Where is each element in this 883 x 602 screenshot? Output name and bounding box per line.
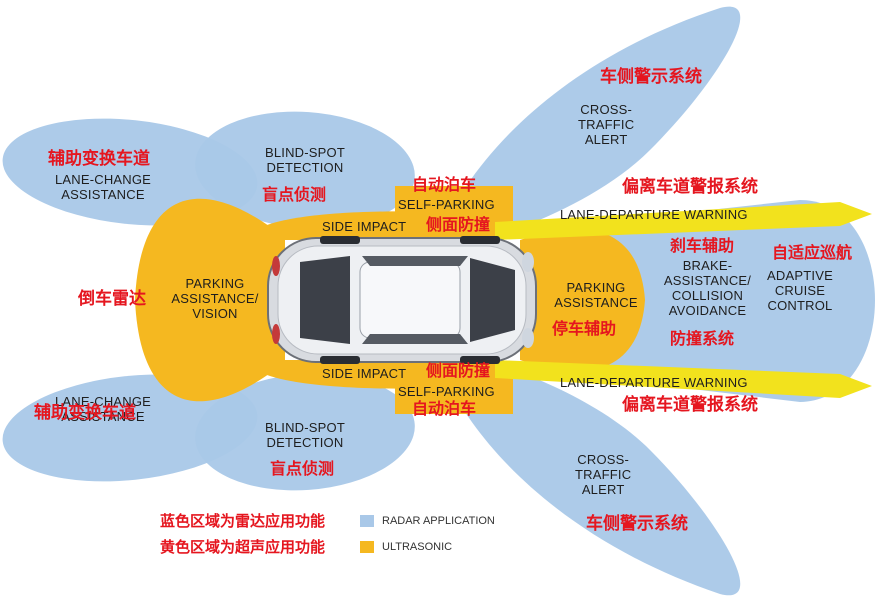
side-impact-bottom-label: SIDE IMPACT [322, 366, 407, 381]
label-line: BRAKE- [682, 258, 733, 273]
label-line: DETECTION [266, 160, 344, 175]
lane-departure-bottom-beam [495, 360, 872, 398]
side-impact-top-label: SIDE IMPACT [322, 219, 407, 234]
label-line: CROSS- [577, 452, 630, 467]
lane-change-bottom-label: LANE-CHANGE ASSISTANCE [48, 394, 158, 424]
blind-spot-bottom-label: BLIND-SPOT DETECTION [250, 420, 360, 450]
side-impact-top-zone [260, 211, 500, 240]
lane-departure-top-label: LANE-DEPARTURE WARNING [560, 207, 748, 222]
legend-radar-swatch [360, 515, 374, 527]
label-line: LANE-CHANGE [54, 394, 152, 409]
ultrasonic-zones [135, 186, 645, 414]
label-line: ALERT [584, 132, 628, 147]
cross-traffic-bottom-label: CROSS- TRAFFIC ALERT [575, 452, 631, 497]
forward-radar-zone [600, 200, 875, 402]
label-line: CONTROL [767, 298, 833, 313]
adaptive-cruise-cn: 自适应巡航 [772, 243, 853, 262]
cross-traffic-top-zone [440, 6, 741, 245]
lane-departure-bottom-label: LANE-DEPARTURE WARNING [560, 375, 748, 390]
lane-change-bottom-zone [2, 374, 258, 482]
label-line: ALERT [581, 482, 625, 497]
label-line: DETECTION [266, 435, 344, 450]
parking-front-cn: 停车辅助 [552, 319, 617, 338]
label-line: TRAFFIC [578, 117, 635, 132]
parking-rear-label: PARKING ASSISTANCE/ VISION [170, 276, 260, 321]
blind-spot-top-zone [195, 111, 415, 229]
label-line: CRUISE [774, 283, 826, 298]
side-impact-bottom-zone [260, 360, 500, 389]
label-line: COLLISION [671, 288, 744, 303]
label-line: AVOIDANCE [668, 303, 747, 318]
cross-traffic-top-cn: 车侧警示系统 [600, 67, 702, 87]
label-line: ASSISTANCE [61, 187, 145, 202]
cross-traffic-bottom-zone [440, 355, 741, 596]
parking-rear-cn: 倒车雷达 [78, 289, 146, 309]
lane-departure-top-cn: 偏离车道警报系统 [622, 177, 758, 197]
brake-assist-cn-bottom: 防撞系统 [670, 329, 735, 348]
self-parking-top-label: SELF-PARKING [398, 197, 495, 212]
label-line: CROSS- [580, 102, 633, 117]
label-line: ASSISTANCE [61, 409, 145, 424]
brake-assist-label: BRAKE- ASSISTANCE/ COLLISION AVOIDANCE [660, 258, 755, 318]
label-line: VISION [192, 306, 238, 321]
legend-ultrasonic-swatch [360, 541, 374, 553]
car-top-view [267, 236, 537, 364]
lane-change-top-zone [2, 118, 258, 226]
radar-zones [2, 6, 875, 596]
self-parking-bottom-label: SELF-PARKING [398, 384, 495, 399]
side-impact-bottom-cn: 侧面防撞 [426, 361, 491, 380]
lane-change-top-cn: 辅助变换车道 [48, 149, 150, 169]
lane-change-bottom-cn: 辅助变换车道 [34, 403, 136, 423]
label-line: ADAPTIVE [767, 268, 833, 283]
cross-traffic-top-label: CROSS- TRAFFIC ALERT [578, 102, 634, 147]
parking-front-label: PARKING ASSISTANCE [548, 280, 644, 310]
label-line: TRAFFIC [575, 467, 632, 482]
blind-spot-top-label: BLIND-SPOT DETECTION [250, 145, 360, 175]
blind-spot-bottom-zone [195, 373, 415, 491]
self-parking-top-cn: 自动泊车 [412, 175, 477, 194]
label-line: BLIND-SPOT [264, 145, 345, 160]
brake-assist-cn-top: 刹车辅助 [670, 236, 735, 255]
self-parking-bottom-cn: 自动泊车 [412, 399, 477, 418]
side-impact-top-cn: 侧面防撞 [426, 215, 491, 234]
label-line: PARKING [566, 280, 626, 295]
legend-ultrasonic-cn: 黄色区域为超声应用功能 [160, 538, 326, 556]
adaptive-cruise-label: ADAPTIVE CRUISE CONTROL [762, 268, 838, 313]
blind-spot-top-cn: 盲点侦测 [262, 185, 327, 204]
parking-front-zone [520, 228, 645, 372]
label-line: PARKING [185, 276, 245, 291]
parking-rear-zone [135, 198, 285, 402]
lane-departure-top-beam [495, 202, 872, 240]
lane-departure-bottom-cn: 偏离车道警报系统 [622, 395, 758, 415]
lane-change-top-label: LANE-CHANGE ASSISTANCE [48, 172, 158, 202]
label-line: LANE-CHANGE [54, 172, 152, 187]
legend-ultrasonic-en: ULTRASONIC [382, 541, 453, 553]
cross-traffic-bottom-cn: 车侧警示系统 [586, 514, 688, 534]
legend-radar-cn: 蓝色区域为雷达应用功能 [160, 512, 326, 530]
label-line: ASSISTANCE/ [663, 273, 752, 288]
blind-spot-bottom-cn: 盲点侦测 [270, 459, 335, 478]
label-line: ASSISTANCE/ [171, 291, 259, 306]
lane-departure-beams [495, 202, 872, 398]
legend-radar-en: RADAR APPLICATION [382, 515, 495, 527]
label-line: ASSISTANCE [554, 295, 638, 310]
label-line: BLIND-SPOT [264, 420, 345, 435]
